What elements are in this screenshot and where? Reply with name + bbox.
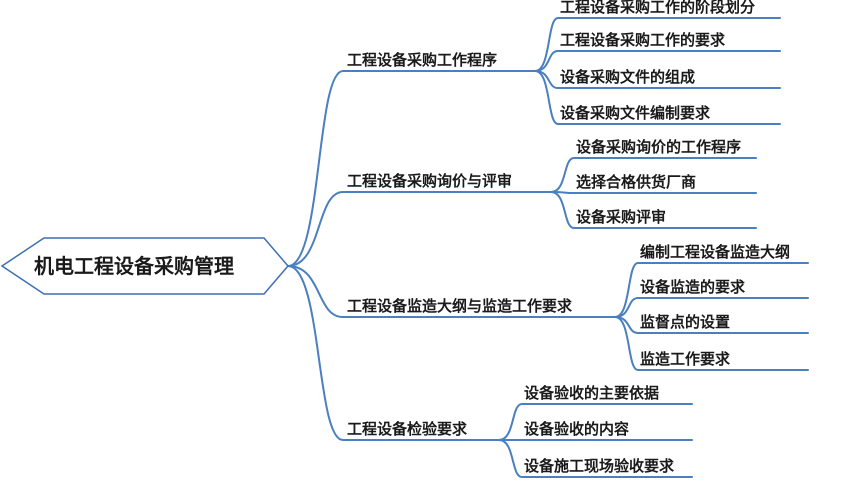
connector-branch-0-leaf-3: [534, 70, 781, 125]
leaf-node-2-3: 监造工作要求: [640, 350, 731, 368]
leaf-node-1-1: 选择合格供货厂商: [576, 173, 697, 191]
leaf-node-3-2: 设备施工现场验收要求: [524, 457, 675, 475]
leaf-node-3-0: 设备验收的主要依据: [524, 384, 660, 402]
connector-root-to-branch-0: [287, 70, 536, 267]
leaf-node-2-2: 监督点的设置: [640, 313, 731, 331]
leaf-node-2-1: 设备监造的要求: [640, 278, 746, 296]
branch-node-2: 工程设备监造大纲与监造工作要求: [347, 297, 573, 315]
leaf-node-0-2: 设备采购文件的组成: [560, 68, 696, 86]
connector-branch-3-leaf-2: [498, 439, 693, 478]
connector-branch-3-leaf-0: [498, 403, 693, 441]
connector-branch-0-leaf-0: [534, 17, 781, 72]
connector-branch-0-leaf-1: [534, 50, 781, 72]
connector-lines: [287, 17, 809, 478]
root-node-label: 机电工程设备采购管理: [34, 254, 234, 278]
leaf-node-0-0: 工程设备采购工作的阶段划分: [560, 0, 756, 16]
leaf-node-1-0: 设备采购询价的工作程序: [576, 138, 742, 156]
connector-root-to-branch-3: [287, 265, 500, 441]
leaf-node-0-1: 工程设备采购工作的要求: [560, 31, 726, 49]
branch-node-0: 工程设备采购工作程序: [347, 51, 498, 69]
leaf-node-1-2: 设备采购评审: [576, 208, 667, 226]
leaf-node-3-1: 设备验收的内容: [524, 420, 630, 438]
connector-branch-2-leaf-3: [614, 316, 809, 371]
connector-branch-1-leaf-1: [550, 191, 757, 194]
leaf-node-2-0: 编制工程设备监造大纲: [640, 243, 791, 261]
connector-root-to-branch-2: [287, 265, 616, 318]
leaf-node-0-3: 设备采购文件编制要求: [560, 104, 711, 122]
branch-node-3: 工程设备检验要求: [347, 420, 468, 438]
connector-branch-2-leaf-0: [614, 262, 809, 318]
branch-node-1: 工程设备采购询价与评审: [347, 172, 513, 190]
connector-branch-1-leaf-2: [550, 191, 757, 229]
connector-branch-1-leaf-0: [550, 157, 757, 193]
connector-branch-2-leaf-1: [614, 297, 809, 318]
root-node-shape: [0, 237, 289, 295]
connector-root-to-branch-1: [287, 191, 552, 267]
